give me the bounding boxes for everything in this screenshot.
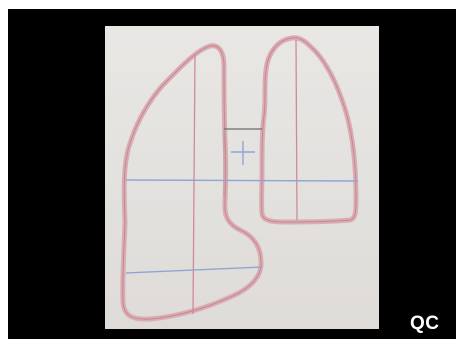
left-lung-outline bbox=[123, 46, 261, 319]
left-lung-inner-outline bbox=[123, 46, 261, 319]
right-lung-inner-outline bbox=[262, 38, 356, 222]
right-lung-vertical-line bbox=[296, 40, 297, 220]
right-lung-outline bbox=[262, 38, 356, 222]
upper-horizontal-line bbox=[126, 180, 358, 181]
left-lung-vertical-line bbox=[193, 55, 195, 314]
qc-label: QC bbox=[410, 313, 440, 335]
